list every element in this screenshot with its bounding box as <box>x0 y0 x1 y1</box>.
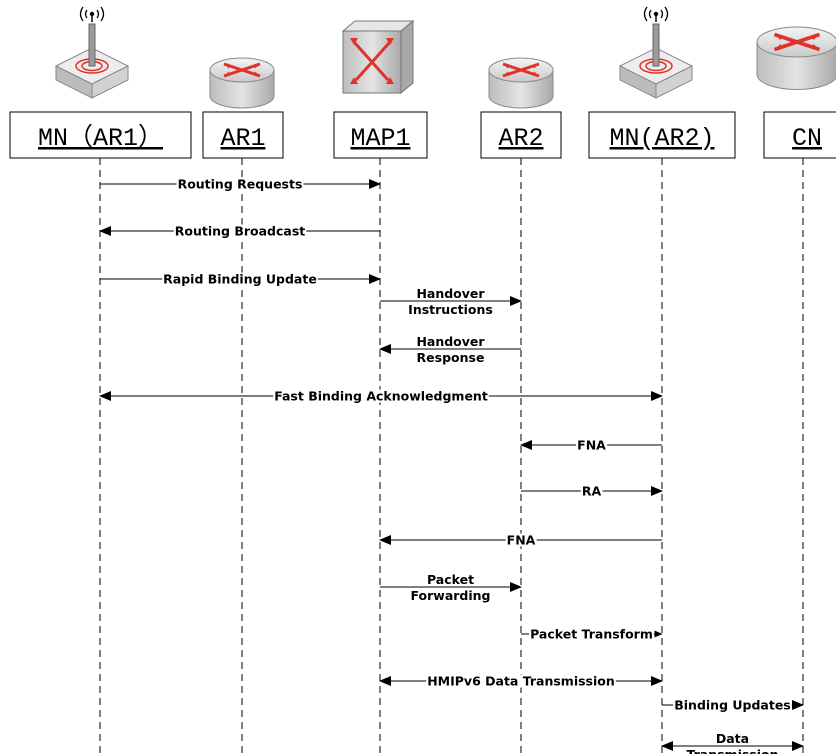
entity-map1: MAP1 <box>333 111 428 159</box>
wireless-access-point-icon <box>618 6 694 99</box>
entity-box <box>333 111 428 159</box>
message-label: Packet <box>427 572 474 587</box>
router-icon <box>488 57 554 109</box>
lifelines <box>99 158 804 754</box>
message-label-bg <box>426 674 616 688</box>
message-1: Routing Requests <box>100 177 381 192</box>
message-label: Handover <box>416 286 485 301</box>
entity-icons <box>54 6 836 109</box>
entity-ar1: AR1 <box>202 111 284 159</box>
message-label: Forwarding <box>410 588 490 603</box>
message-13: Binding Updates <box>662 698 804 713</box>
message-label-bg <box>714 732 751 745</box>
message-label-bg <box>415 335 487 348</box>
message-11: Packet Transform <box>521 627 663 642</box>
message-label: Routing Broadcast <box>175 224 306 239</box>
wireless-access-point-icon <box>54 6 130 99</box>
entity-cn: CN <box>763 111 836 159</box>
message-label-bg <box>673 698 792 712</box>
message-label-bg <box>576 438 608 452</box>
entity-box <box>588 111 736 159</box>
message-label: Fast Binding Acknowledgment <box>274 389 488 404</box>
entity-box <box>763 111 836 159</box>
entity-mn-ar1: MN（AR1） <box>9 111 192 159</box>
entity-label: MN(AR2) <box>609 124 714 153</box>
message-3: Rapid Binding Update <box>100 272 381 287</box>
message-label-bg <box>580 484 603 498</box>
message-12: HMIPv6 Data Transmission <box>379 674 663 689</box>
message-label: Response <box>417 350 485 365</box>
entity-ar2: AR2 <box>480 111 562 159</box>
message-label-bg <box>273 389 489 403</box>
entity-box <box>9 111 192 159</box>
router-icon <box>209 57 275 109</box>
message-label: Rapid Binding Update <box>163 272 317 287</box>
message-label: RA <box>582 484 602 499</box>
entity-label: AR2 <box>498 124 543 153</box>
message-label-bg <box>162 272 318 286</box>
entity-mn-ar2: MN(AR2) <box>588 111 736 159</box>
switch-icon <box>341 19 415 95</box>
router-icon <box>756 26 836 90</box>
message-label-bg <box>529 627 654 641</box>
entity-label: CN <box>792 124 822 153</box>
message-2: Routing Broadcast <box>99 224 380 239</box>
message-label: Packet Transform <box>530 627 653 642</box>
message-7: FNA <box>520 438 662 453</box>
message-label-bg <box>176 177 304 191</box>
message-label: Data <box>716 731 749 746</box>
message-label: HMIPv6 Data Transmission <box>427 674 615 689</box>
message-label: Transmission <box>686 747 778 754</box>
message-label: Handover <box>416 334 485 349</box>
entity-label: AR1 <box>220 124 265 153</box>
message-label-bg <box>409 589 492 602</box>
message-label-bg <box>407 303 494 316</box>
message-8: RA <box>521 484 663 499</box>
entity-label: MN（AR1） <box>38 123 163 153</box>
message-label-bg <box>173 224 307 238</box>
entity-boxes: MN（AR1） AR1 MAP1 AR2 MN(AR2) CN <box>9 111 836 159</box>
message-label: FNA <box>507 533 536 548</box>
message-label-bg <box>505 533 537 547</box>
message-label: Binding Updates <box>674 698 791 713</box>
entity-box <box>202 111 284 159</box>
message-label-bg <box>415 287 487 300</box>
entity-label: MAP1 <box>350 124 410 153</box>
message-label: FNA <box>577 438 606 453</box>
message-label-bg <box>685 748 780 754</box>
message-label: Routing Requests <box>178 177 303 192</box>
entity-box <box>480 111 562 159</box>
message-6: Fast Binding Acknowledgment <box>99 389 663 404</box>
message-label-bg <box>415 351 486 364</box>
message-label: Instructions <box>408 302 493 317</box>
message-label-bg <box>425 573 476 586</box>
message-9: FNA <box>379 533 662 548</box>
